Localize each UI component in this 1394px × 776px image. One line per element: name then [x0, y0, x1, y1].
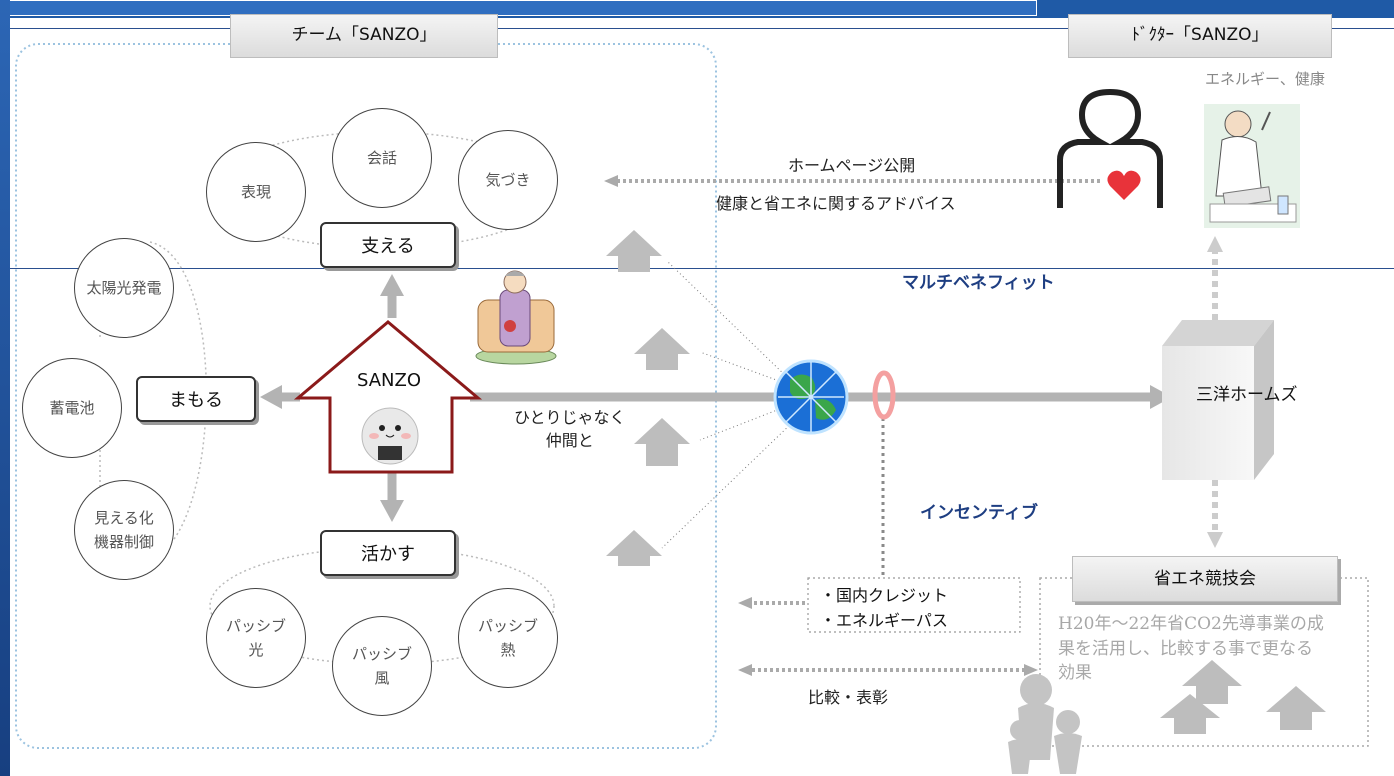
circle-battery: 蓄電池	[22, 358, 122, 458]
circle-visualization: 見える化 機器制御	[74, 480, 174, 580]
company-box-side	[1254, 320, 1274, 480]
grandma-illustration	[475, 270, 557, 365]
arrow-to-protect	[260, 385, 282, 409]
contest-header: 省エネ競技会	[1072, 556, 1338, 602]
circle-passive-light: パッシブ 光	[206, 588, 306, 688]
doctor-caption: エネルギー、健康	[1205, 70, 1325, 88]
circle-conversation: 会話	[332, 108, 432, 208]
person-silhouette	[1057, 88, 1163, 208]
doctor-illustration	[1204, 104, 1300, 228]
contest-description: H20年～22年省CO2先導事業の成果を活用し、比較する事で更なる効果	[1058, 614, 1324, 684]
people-silhouettes	[1008, 674, 1082, 774]
compare-text: 比較・表彰	[808, 688, 889, 707]
credit-list: ・国内クレジット ・エネルギーパス	[820, 584, 948, 634]
multi-benefit-label: マルチベネフィット	[902, 273, 1055, 293]
compare-arrow	[1024, 664, 1038, 676]
left-edge-bar	[0, 0, 10, 776]
doctor-header: ﾄﾞｸﾀｰ「SANZO」	[1068, 14, 1332, 58]
homepage-text: ホームページ公開	[788, 156, 916, 175]
arrow-up-to-doctor	[1207, 236, 1223, 252]
company-label: 三洋ホームズ	[1196, 385, 1298, 405]
sanzo-label: SANZO	[356, 370, 422, 391]
sanzo-robot-icon	[361, 407, 419, 465]
company-box-top	[1162, 320, 1274, 346]
credit-item-domestic: ・国内クレジット	[820, 586, 949, 605]
globe-connectors	[661, 261, 796, 549]
arrow-to-utilize	[380, 500, 404, 522]
company-box-front	[1162, 346, 1254, 480]
divider-line-top	[10, 28, 1394, 29]
arrow-to-support	[380, 274, 404, 296]
support-box: 支える	[320, 222, 456, 268]
circle-passive-heat: パッシブ 熱	[458, 588, 558, 688]
heart-icon	[1107, 170, 1141, 200]
incentive-label: インセンティブ	[920, 503, 1038, 523]
credit-item-energy-pass: ・エネルギーパス	[820, 610, 948, 630]
circle-solar-power: 太陽光発電	[74, 238, 174, 338]
team-header: チーム「SANZO」	[230, 14, 498, 58]
protect-box: まもる	[136, 376, 256, 422]
ring-shape	[872, 370, 896, 420]
advice-text: 健康と省エネに関するアドバイス	[716, 194, 956, 213]
globe-icon	[773, 359, 849, 435]
circle-awareness: 気づき	[458, 130, 558, 230]
credit-arrow	[738, 597, 752, 609]
benefit-arrows	[606, 230, 1326, 734]
contest-box	[1039, 577, 1369, 747]
arrow-down-to-contest	[1207, 532, 1223, 548]
circle-expression: 表現	[206, 142, 306, 242]
divider-line-middle	[10, 268, 1394, 269]
utilize-box: 活かす	[320, 530, 456, 576]
sanzo-house-shape	[293, 320, 483, 474]
credit-box	[807, 577, 1021, 633]
circle-passive-wind: パッシブ 風	[332, 616, 432, 716]
protect-arc-right	[149, 241, 208, 559]
homepage-arrow	[604, 175, 618, 187]
together-text: ひとりじゃなく 仲間と	[514, 408, 626, 451]
